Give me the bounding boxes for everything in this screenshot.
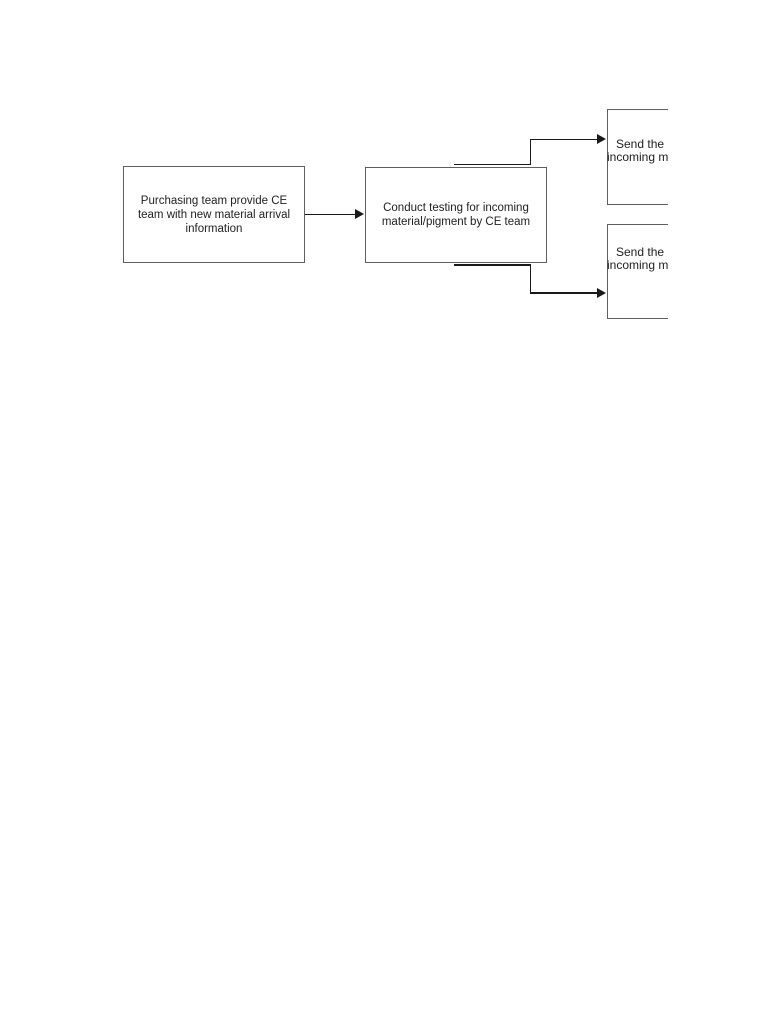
flowchart-node-purchasing: Purchasing team provide CE team with new… <box>123 166 305 263</box>
flowchart-node-send-bottom: Send the incoming m <box>607 224 668 319</box>
connector-testing-to-send-bottom-segment-vertical <box>529 264 531 294</box>
node-text-line: team with new material arrival <box>137 208 291 221</box>
node-text-line: Send the <box>616 137 665 151</box>
flowchart-node-send-top: Send the incoming m <box>607 109 668 205</box>
node-text-line: information <box>185 222 243 235</box>
connector-testing-to-send-top-segment-horizontal <box>529 138 598 140</box>
flowchart-node-conduct-testing: Conduct testing for incoming material/pi… <box>365 167 547 263</box>
node-text: Purchasing team provide CE team with new… <box>138 194 290 236</box>
diagram-clip-area: Purchasing team provide CE team with new… <box>123 109 668 319</box>
node-text-line: incoming m <box>607 150 668 164</box>
arrowhead-into-send-top-icon <box>597 134 606 145</box>
node-text-line: Conduct testing for incoming <box>383 202 529 214</box>
arrowhead-into-testing-icon <box>355 209 364 220</box>
connector-purchasing-to-testing-line <box>305 213 356 215</box>
connector-testing-to-send-bottom-segment-horizontal <box>529 292 598 294</box>
node-text-line: material/pigment by CE team <box>381 216 531 228</box>
node-text: Conduct testing for incoming material/pi… <box>382 201 530 229</box>
node-text-line: Purchasing team provide CE <box>140 194 288 207</box>
arrowhead-into-send-bottom-icon <box>597 287 606 298</box>
node-text-line: incoming m <box>607 258 668 272</box>
connector-testing-to-send-top-segment-vertical <box>529 138 531 165</box>
connector-testing-to-send-bottom-segment-along-edge <box>454 264 531 266</box>
node-text-line: Send the <box>616 245 665 259</box>
connector-testing-to-send-top-segment-along-edge <box>454 163 531 165</box>
